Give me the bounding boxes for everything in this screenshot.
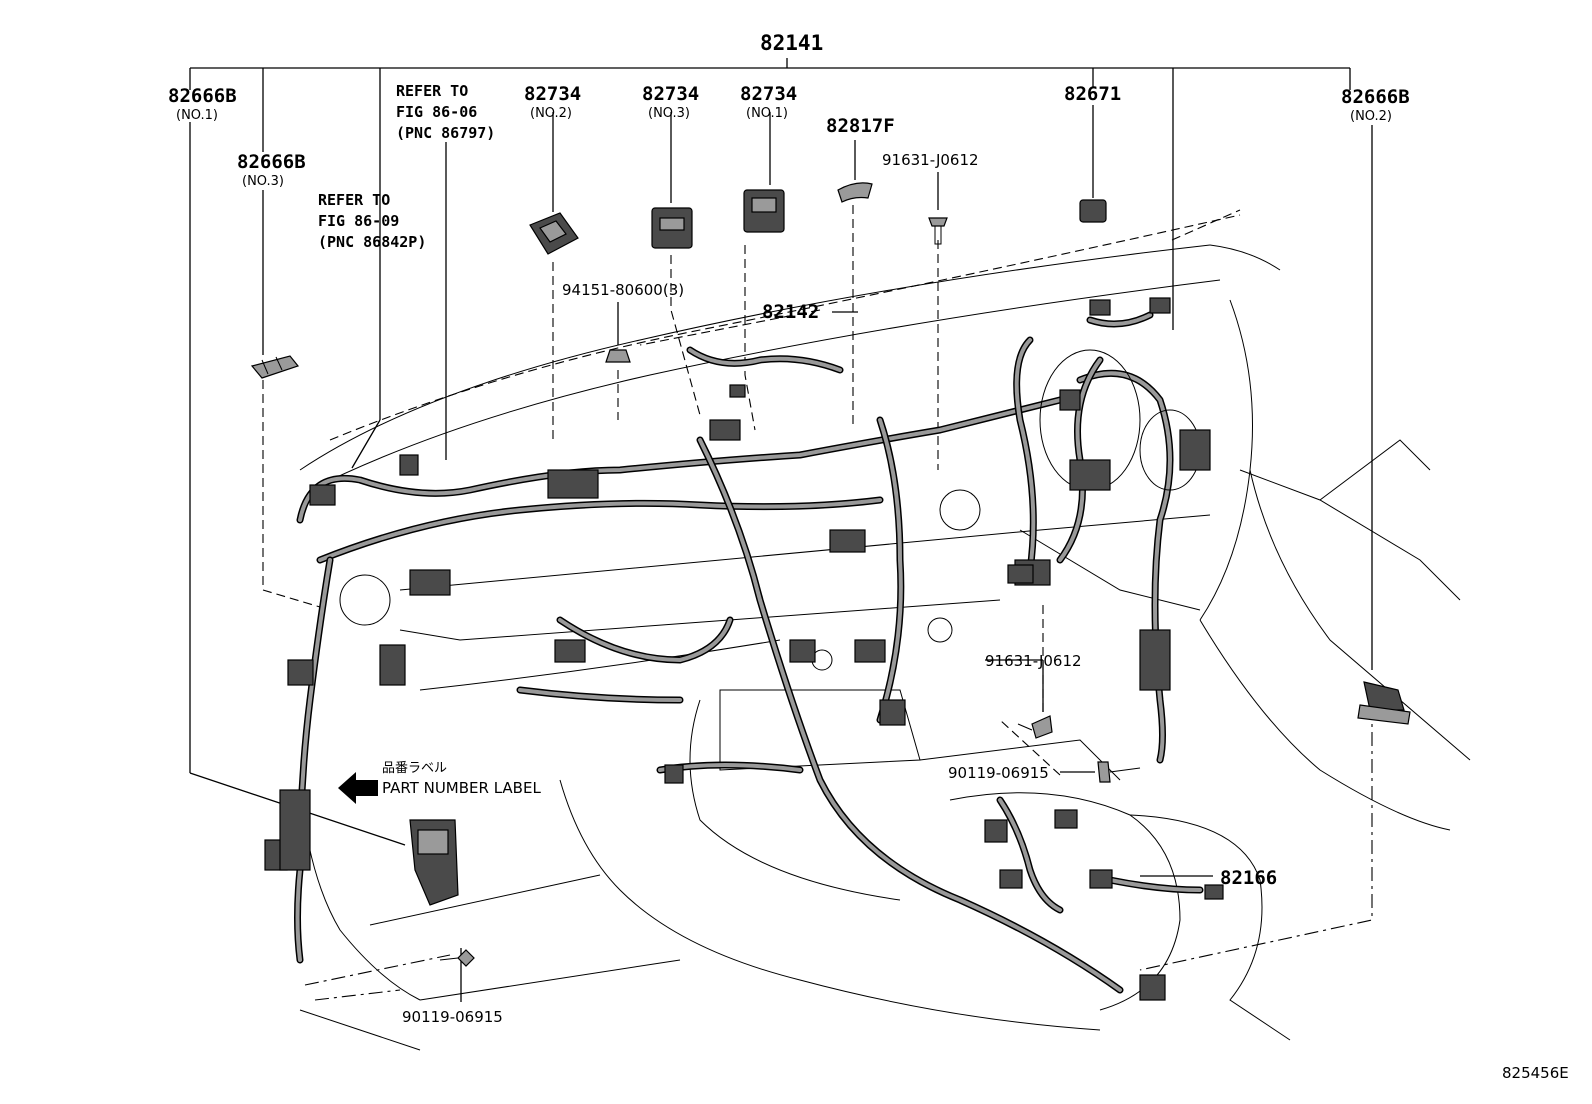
- callout-82166: 82166: [1220, 867, 1277, 889]
- vehicle-body: [300, 215, 1470, 1050]
- bolt-90119-bot: [440, 950, 474, 966]
- part-number-label: PART NUMBER LABEL: [382, 779, 541, 797]
- callout-82666b-no3: 82666B: [237, 151, 306, 173]
- connector-82671: [1080, 200, 1106, 222]
- refer-2-line1: REFER TO: [318, 191, 390, 209]
- refer-2-line2: FIG 86-09: [318, 212, 399, 230]
- callout-91631-mid: 91631-J0612: [985, 652, 1082, 670]
- label-arrow: [338, 772, 378, 804]
- callout-82734-no1: 82734: [740, 83, 797, 105]
- connector-82734-no2: [530, 213, 578, 254]
- clip-82666b-no2: [1358, 682, 1410, 724]
- callout-82734-no2: 82734: [524, 83, 581, 105]
- callout-90119-bot: 90119-06915: [402, 1008, 503, 1026]
- callout-82817f: 82817F: [826, 115, 895, 137]
- callout-94151: 94151-80600(3): [562, 281, 684, 299]
- harness-connectors: [265, 298, 1223, 1000]
- figure-code: 825456E: [1502, 1064, 1569, 1082]
- nut-94151: [606, 350, 630, 362]
- refer-1-line1: REFER TO: [396, 82, 468, 100]
- callout-82734-no3-sub: (NO.3): [648, 106, 690, 121]
- callout-82666b-no3-sub: (NO.3): [242, 174, 284, 189]
- connector-82734-no3: [652, 208, 692, 248]
- bracket-82666b-no1: [410, 820, 458, 905]
- callout-82734-no2-sub: (NO.2): [530, 106, 572, 121]
- assembly-number: 82141: [760, 31, 823, 55]
- part-number-label-jp: 品番ラベル: [382, 761, 447, 776]
- callout-82671: 82671: [1064, 83, 1121, 105]
- callout-91631-top: 91631-J0612: [882, 151, 979, 169]
- clip-82666b-no3: [252, 356, 298, 378]
- callout-82666b-no2-sub: (NO.2): [1350, 109, 1392, 124]
- clamp-82817f: [838, 183, 872, 202]
- refer-1-line2: FIG 86-06: [396, 103, 477, 121]
- callout-82666b-no2: 82666B: [1341, 86, 1410, 108]
- callout-82734-no3: 82734: [642, 83, 699, 105]
- bolt-91631-mid: [1018, 716, 1052, 738]
- callout-90119-mid: 90119-06915: [948, 764, 1049, 782]
- callout-82734-no1-sub: (NO.1): [746, 106, 788, 121]
- callout-82666b-no1: 82666B: [168, 85, 237, 107]
- callout-82142: 82142: [762, 301, 819, 323]
- refer-2-line3: (PNC 86842P): [318, 233, 426, 251]
- refer-1-line3: (PNC 86797): [396, 124, 495, 142]
- callout-82666b-no1-sub: (NO.1): [176, 108, 218, 123]
- connector-82734-no1: [744, 190, 784, 232]
